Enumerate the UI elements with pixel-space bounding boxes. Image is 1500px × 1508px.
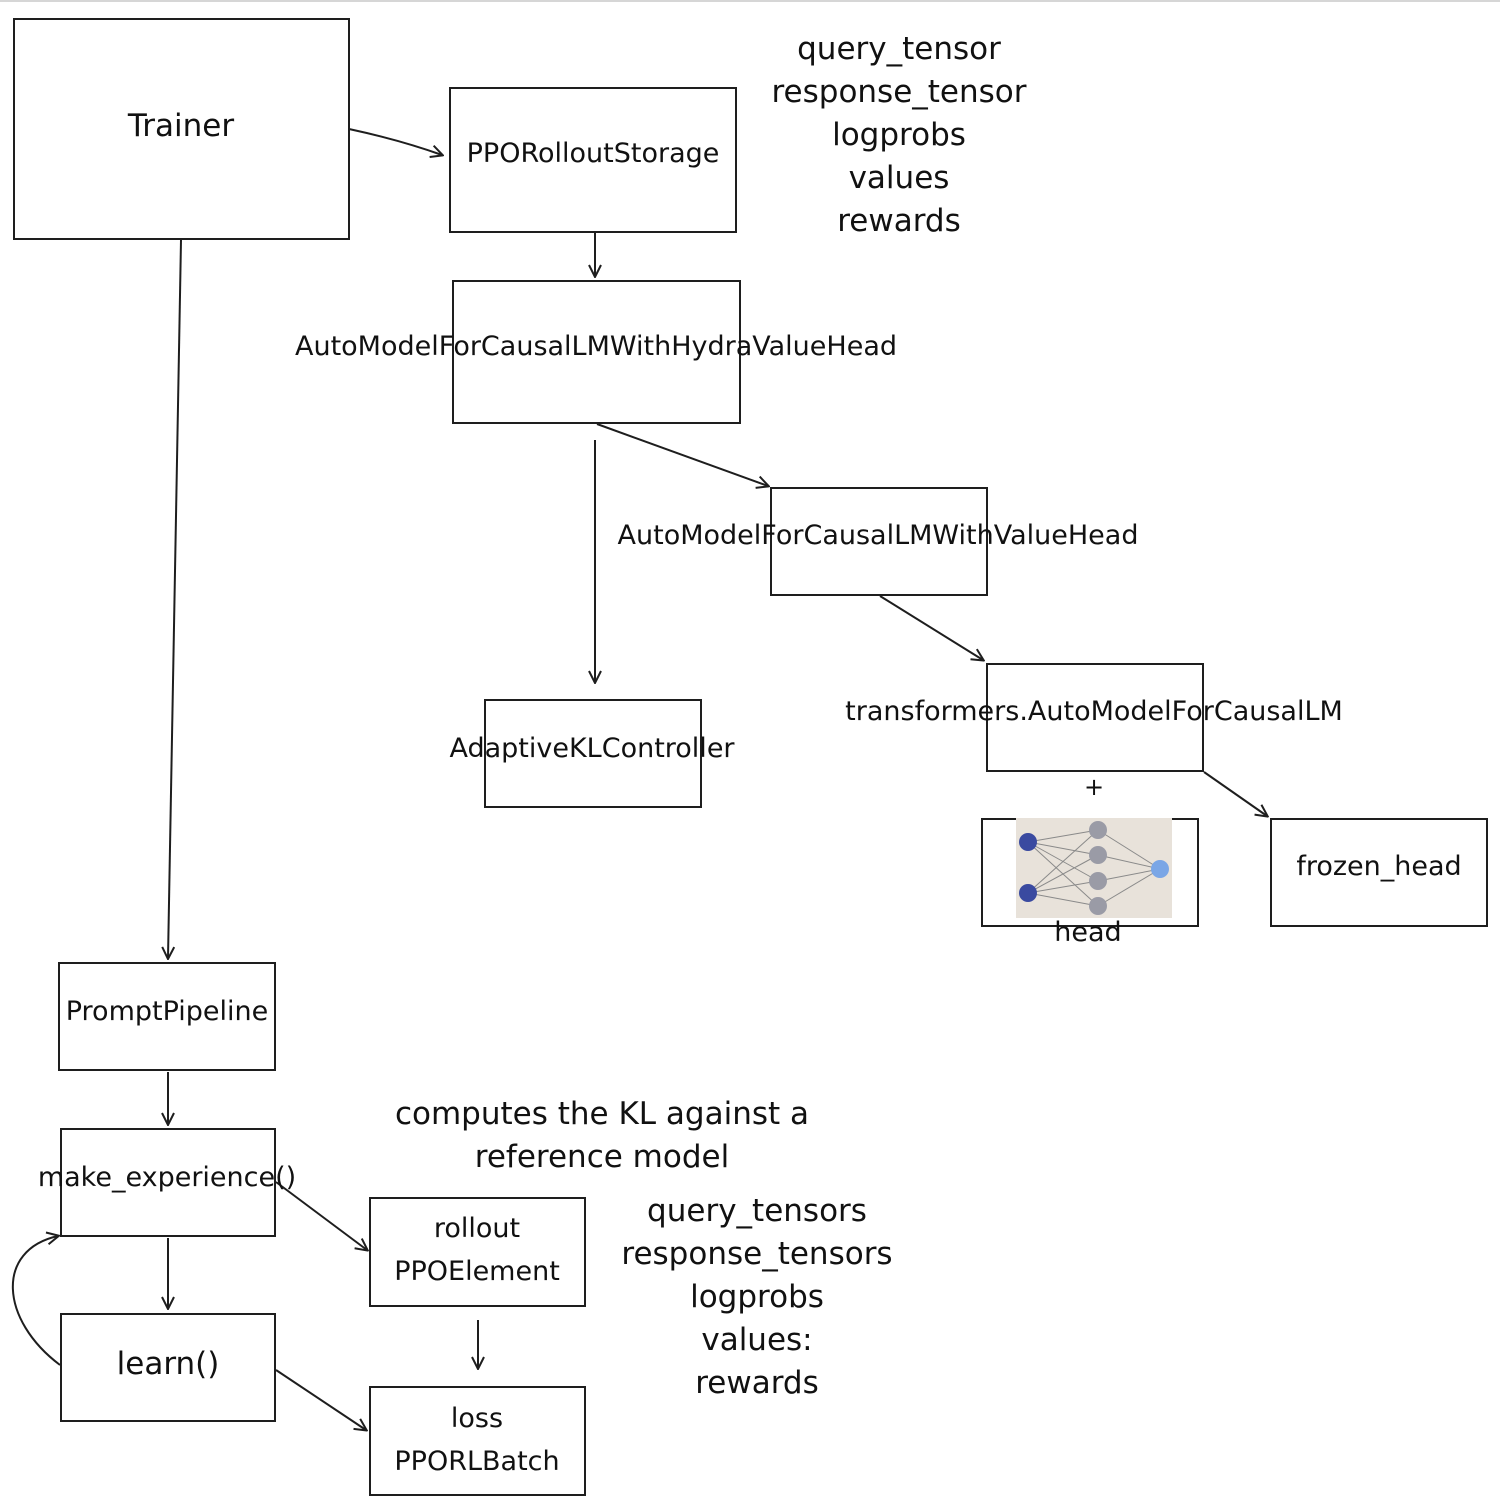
frozen-head-box [1270, 818, 1488, 927]
kl-note-annotation: computes the KL against a reference mode… [395, 1093, 809, 1179]
annotation-line: query_tensor [797, 31, 1001, 67]
edge-makeexp-to-rollout [275, 1181, 367, 1250]
trainer-box [13, 18, 350, 240]
nn-input-node [1019, 833, 1037, 851]
rollout-element-box [369, 1197, 586, 1307]
loss-text: loss [450, 1403, 504, 1434]
prompt-pipeline-box [58, 962, 276, 1071]
annotation-line: logprobs [832, 117, 966, 153]
annotation-line: logprobs [690, 1279, 824, 1315]
make-experience-box [60, 1128, 276, 1237]
annotation-line: rewards [695, 1365, 819, 1401]
annotation-line: reference model [474, 1139, 730, 1175]
causal-lm-box [986, 663, 1204, 772]
ppo-element-text: PPOElement [394, 1256, 560, 1287]
trainer-label: Trainer [127, 108, 235, 144]
edge-hydra-to-valuehead [596, 423, 768, 486]
edge-trainer-to-pipeline [168, 239, 182, 958]
pporl-batch-text: PPORLBatch [394, 1446, 560, 1477]
neural-network-head-image [1016, 818, 1172, 918]
nn-input-node [1019, 884, 1037, 902]
rollout-text: rollout [433, 1213, 521, 1244]
nn-hidden-node [1089, 821, 1107, 839]
annotation-line: computes the KL against a [394, 1096, 810, 1132]
edge-learn-to-loss [275, 1369, 366, 1430]
rollout-element-label: rollout PPOElement [394, 1207, 560, 1293]
nn-hidden-node [1089, 897, 1107, 915]
annotation-line: values: [701, 1322, 813, 1358]
nn-hidden-node [1089, 846, 1107, 864]
rollout-storage-label: PPORolloutStorage [466, 138, 720, 169]
top-divider [0, 0, 1500, 2]
kl-controller-box [484, 699, 702, 808]
edge-learn-loop-to-makeexp [11, 1236, 60, 1366]
frozen-head-label: frozen_head [1296, 851, 1462, 882]
annotation-line: values [848, 160, 950, 196]
loss-batch-box [369, 1386, 586, 1496]
annotation-line: rewards [837, 203, 961, 239]
plus-sign: + [1083, 773, 1105, 801]
annotation-line: response_tensor [771, 74, 1027, 110]
rollout-storage-box [449, 87, 737, 233]
learn-label: learn() [116, 1346, 220, 1382]
edge-trainer-to-storage [348, 128, 442, 155]
nn-hidden-node [1089, 872, 1107, 890]
hydra-model-box [452, 280, 741, 424]
storage-fields-annotation: query_tensor response_tensor logprobs va… [771, 28, 1026, 243]
value-head-model-label: AutoModelForCausalLMWithValueHead [617, 520, 1139, 551]
hydra-model-label: AutoModelForCausalLMWithHydraValueHead [294, 331, 898, 362]
learn-box [60, 1313, 276, 1422]
edge-causallm-to-frozenhead [1203, 771, 1267, 816]
value-head-model-box [770, 487, 988, 596]
annotation-line: query_tensors [647, 1193, 867, 1229]
prompt-pipeline-label: PromptPipeline [65, 996, 269, 1027]
kl-controller-label: AdaptiveKLController [449, 733, 735, 764]
head-label: head [1054, 917, 1122, 948]
nn-output-node [1151, 860, 1169, 878]
annotation-line: response_tensors [621, 1236, 893, 1272]
loss-batch-label: loss PPORLBatch [394, 1397, 559, 1483]
causal-lm-label: transformers.AutoModelForCausalLM [845, 696, 1343, 727]
element-fields-annotation: query_tensors response_tensors logprobs … [621, 1190, 892, 1405]
edge-valuehead-to-causallm [879, 595, 983, 660]
make-experience-label: make_experience() [37, 1162, 297, 1193]
